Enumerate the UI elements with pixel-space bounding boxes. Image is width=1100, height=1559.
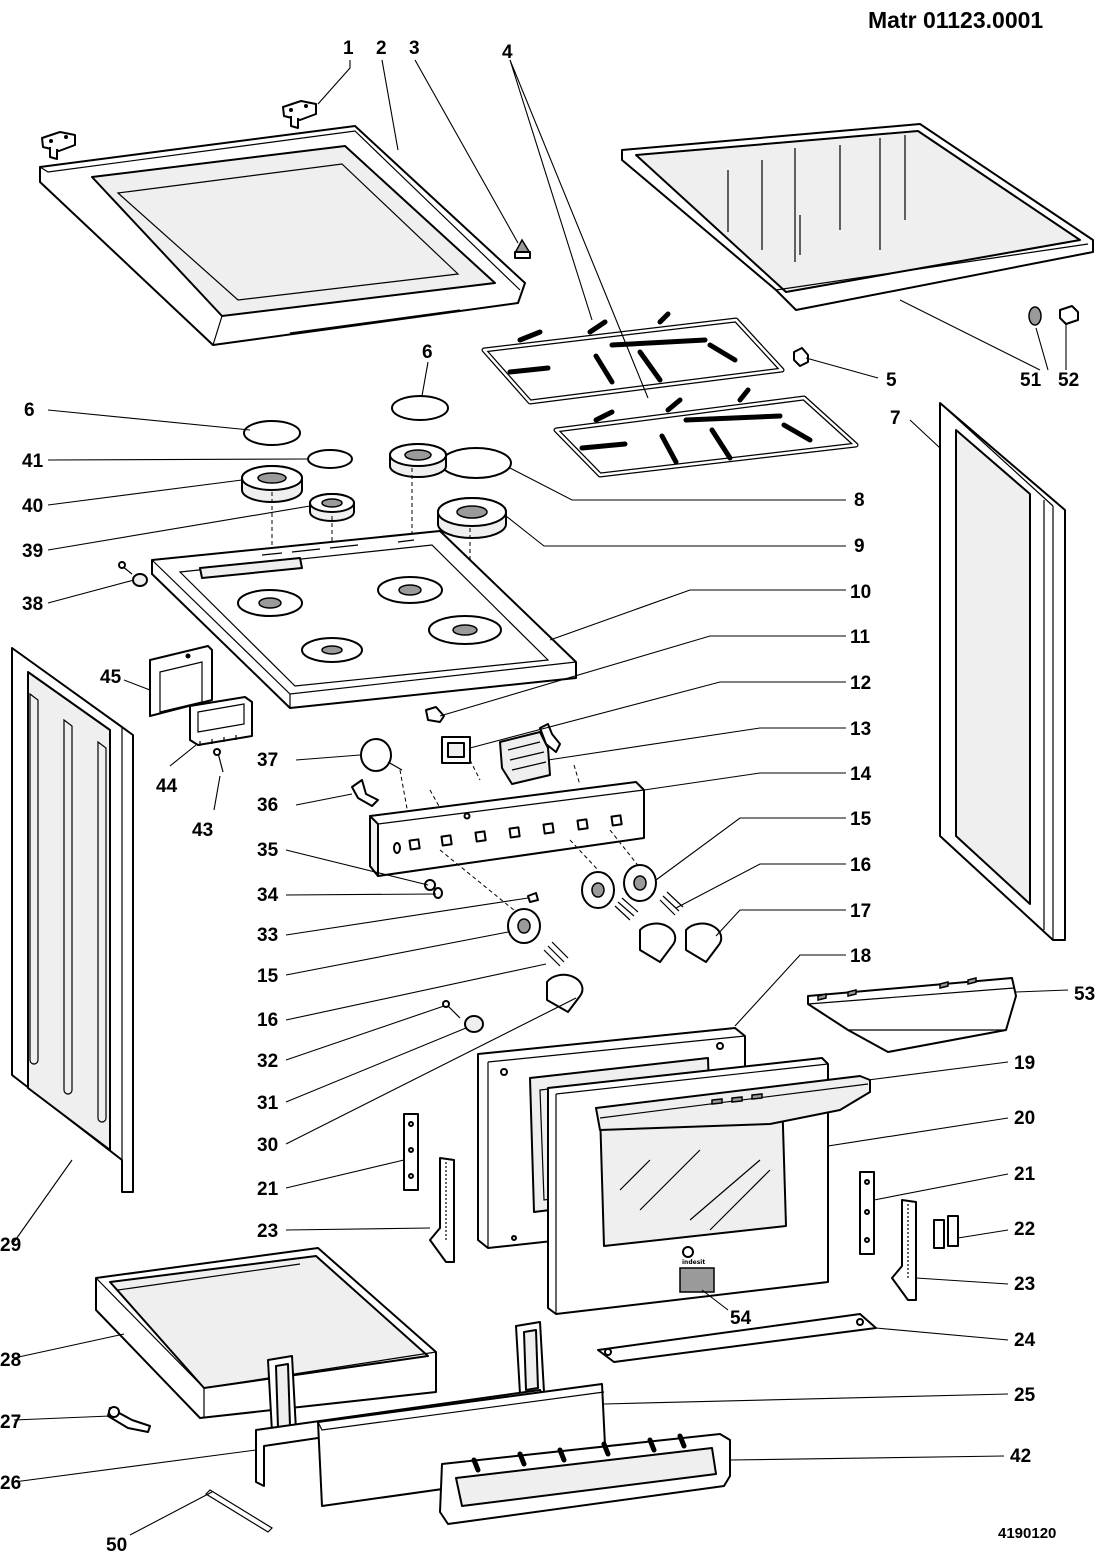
part-50-pin <box>205 1489 273 1533</box>
callout-30: 30 <box>257 1135 278 1156</box>
callout-31: 31 <box>257 1093 279 1114</box>
part-5-clip <box>793 347 809 367</box>
callout-27: 27 <box>0 1412 21 1433</box>
callout-44: 44 <box>156 776 178 797</box>
callout-53: 53 <box>1074 984 1095 1005</box>
part-53-deflector <box>807 977 1017 1053</box>
callout-45: 45 <box>100 667 122 688</box>
part-28-drawer <box>95 1247 437 1419</box>
callout-34: 34 <box>257 885 279 906</box>
part-7-right-side-panel <box>939 402 1066 941</box>
callout-5: 5 <box>886 370 897 391</box>
callout-12: 12 <box>850 673 871 694</box>
callout-9: 9 <box>854 536 865 557</box>
callout-4: 4 <box>502 42 513 63</box>
burner-parts <box>241 395 512 645</box>
callout-labels: 1 2 3 4 5 6 6 7 8 9 10 11 12 13 14 15 16… <box>0 38 1095 1556</box>
leader-lines <box>13 59 1069 1536</box>
callout-8: 8 <box>854 490 865 511</box>
callout-23-right: 23 <box>1014 1274 1035 1295</box>
part-4-pan-supports <box>481 311 859 478</box>
callout-29: 29 <box>0 1235 21 1256</box>
part-52-hinge-pins <box>1028 305 1079 326</box>
part-42-drawer-front <box>439 1433 731 1525</box>
part-45-bracket <box>149 645 213 717</box>
callout-54: 54 <box>730 1308 752 1329</box>
part-19-door-handle <box>595 1075 871 1131</box>
part-51-glass-lid <box>621 123 1094 311</box>
callout-22: 22 <box>1014 1219 1035 1240</box>
knob-assemblies <box>424 829 723 1033</box>
callout-32: 32 <box>257 1051 278 1072</box>
callout-2: 2 <box>376 38 387 59</box>
callout-33: 33 <box>257 925 278 946</box>
part-11-igniter <box>425 706 445 723</box>
part-23-hinges <box>429 1157 917 1301</box>
callout-17: 17 <box>850 901 871 922</box>
callout-51: 51 <box>1020 370 1042 391</box>
callout-39: 39 <box>22 541 43 562</box>
callout-15-left: 15 <box>257 966 279 987</box>
part-1-lid-hinges <box>41 100 317 160</box>
callout-36: 36 <box>257 795 278 816</box>
control-dash-lines <box>399 759 581 815</box>
document-number: 4190120 <box>998 1525 1056 1542</box>
callout-16-right: 16 <box>850 855 871 876</box>
part-12-switch <box>441 736 471 764</box>
callout-41: 41 <box>22 451 44 472</box>
brand-logo-text: indesit <box>682 1259 705 1266</box>
callout-16-left: 16 <box>257 1010 278 1031</box>
callout-38: 38 <box>22 594 43 615</box>
callout-15-right: 15 <box>850 809 872 830</box>
callout-23-left: 23 <box>257 1221 278 1242</box>
callout-14: 14 <box>850 764 872 785</box>
callout-43: 43 <box>192 820 213 841</box>
callout-28: 28 <box>0 1350 21 1371</box>
callout-18: 18 <box>850 946 871 967</box>
callout-40: 40 <box>22 496 43 517</box>
callout-21-right: 21 <box>1014 1164 1036 1185</box>
callout-52: 52 <box>1058 370 1079 391</box>
callout-6-top: 6 <box>422 342 433 363</box>
part-37-thermostat <box>360 738 403 772</box>
callout-11: 11 <box>850 627 871 648</box>
part-21-hinge-plates <box>403 1113 875 1255</box>
callout-3: 3 <box>409 38 420 59</box>
callout-35: 35 <box>257 840 279 861</box>
callout-6-left: 6 <box>24 400 35 421</box>
part-27-roller <box>107 1406 151 1433</box>
callout-20: 20 <box>1014 1108 1035 1129</box>
part-22-clips <box>933 1215 959 1249</box>
part-44-timer <box>189 696 253 746</box>
callout-42: 42 <box>1010 1446 1031 1467</box>
part-2-lid-frame <box>39 125 526 346</box>
callout-24: 24 <box>1014 1330 1036 1351</box>
part-36-thermocouple <box>351 779 379 807</box>
callout-10: 10 <box>850 582 871 603</box>
callout-37: 37 <box>257 750 278 771</box>
part-43-screw <box>213 748 224 773</box>
callout-25: 25 <box>1014 1385 1036 1406</box>
callout-26: 26 <box>0 1473 21 1494</box>
part-29-left-side-panel <box>11 647 134 1193</box>
callout-19: 19 <box>1014 1053 1035 1074</box>
matr-code: Matr 01123.0001 <box>868 7 1043 33</box>
callout-21-left: 21 <box>257 1179 279 1200</box>
part-3-rubber-foot <box>513 238 532 259</box>
part-10-hob-top <box>151 530 577 709</box>
callout-7: 7 <box>890 408 901 429</box>
callout-1: 1 <box>343 38 354 59</box>
callout-13: 13 <box>850 719 871 740</box>
callout-50: 50 <box>106 1535 127 1556</box>
part-38-screw <box>118 561 148 587</box>
part-13-gas-valve <box>499 723 561 785</box>
part-14-control-panel <box>369 781 645 877</box>
